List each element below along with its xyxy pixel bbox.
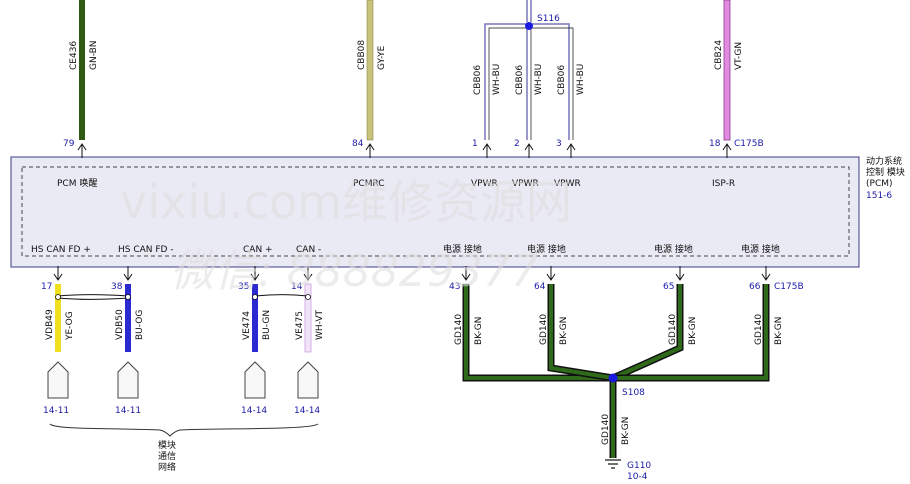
splice-s108-dot bbox=[608, 373, 618, 383]
pcm-module-inner-dashed bbox=[21, 166, 850, 257]
wire-circuit: GD140 bbox=[454, 314, 464, 345]
wire-color: GN-BN bbox=[89, 40, 99, 70]
pin-number: 14 bbox=[291, 282, 303, 292]
module-title-3: (PCM) bbox=[866, 179, 893, 189]
module-title-2: 控制 模块 bbox=[866, 166, 905, 178]
pin-label: VPWR bbox=[512, 179, 539, 189]
pin-label: 电源 接地 bbox=[741, 243, 780, 255]
pin-label: 电源 接地 bbox=[654, 243, 693, 255]
wire-color: BK-GN bbox=[688, 317, 698, 345]
pin-label: PCMRC bbox=[353, 179, 385, 189]
splice-s116-label: S116 bbox=[537, 14, 560, 24]
pin-number: 38 bbox=[111, 282, 123, 292]
top-wire-84: CBB08 GY-YE 84 PCMRC bbox=[352, 0, 387, 189]
wire-color: WH-BU bbox=[576, 64, 586, 95]
pin-label: 电源 接地 bbox=[443, 243, 482, 255]
pin-number: 65 bbox=[663, 282, 674, 292]
pin-label: ISP-R bbox=[712, 179, 735, 189]
module-ref: 151-6 bbox=[866, 191, 892, 201]
offpage-connector bbox=[117, 361, 139, 399]
wire-circuit: VDB49 bbox=[45, 309, 55, 340]
wire-circuit: CE436 bbox=[69, 41, 79, 70]
wire-color: BK-GN bbox=[559, 317, 569, 345]
pin-number: 43 bbox=[449, 282, 460, 292]
wire-circuit: GD140 bbox=[668, 314, 678, 345]
ground-point-name: G110 bbox=[627, 461, 651, 471]
connector-bottom: C175B bbox=[774, 282, 804, 292]
wire-color: YE-OG bbox=[65, 311, 75, 341]
pin-number: 17 bbox=[41, 282, 52, 292]
pin-number: 35 bbox=[238, 282, 249, 292]
page-ref: 14-11 bbox=[115, 406, 141, 416]
pin-number: 18 bbox=[709, 139, 721, 149]
wire-color: BK-GN bbox=[774, 317, 784, 345]
wire-color: WH-BU bbox=[534, 64, 544, 95]
pin-label: VPWR bbox=[471, 179, 498, 189]
network-brace bbox=[49, 423, 319, 437]
pin-label: CAN + bbox=[243, 245, 273, 255]
pin-label: PCM 唤醒 bbox=[57, 177, 97, 189]
splice-s108-label: S108 bbox=[622, 388, 645, 398]
wire-color: WH-BU bbox=[492, 64, 502, 95]
can-wires: HS CAN FD + HS CAN FD - CAN + CAN - 17 3… bbox=[31, 245, 325, 473]
network-label-2: 通信 bbox=[158, 450, 176, 462]
wire-circuit: GD140 bbox=[601, 414, 611, 445]
wire-circuit: VE475 bbox=[295, 311, 305, 340]
network-label-1: 模块 bbox=[158, 439, 176, 451]
ground-wires: 电源 接地 电源 接地 电源 接地 电源 接地 43 64 65 66 C175… bbox=[443, 243, 804, 482]
pin-number: 84 bbox=[352, 139, 364, 149]
wire-color: WH-VT bbox=[315, 309, 325, 340]
pin-number: 79 bbox=[63, 139, 75, 149]
wire-circuit: CBB06 bbox=[515, 65, 525, 95]
splice-s116-dot bbox=[525, 22, 533, 30]
wire-color: BK-GN bbox=[621, 417, 631, 445]
page-ref: 14-11 bbox=[43, 406, 69, 416]
pin-label: CAN - bbox=[296, 245, 321, 255]
offpage-connector bbox=[244, 361, 266, 399]
watermark-line1: vixiu.com维修资源网 bbox=[120, 175, 572, 229]
page-ref: 14-14 bbox=[294, 406, 320, 416]
wire-color: GY-YE bbox=[377, 45, 387, 70]
wire-circuit: CBB06 bbox=[473, 65, 483, 95]
ground-icon bbox=[605, 459, 621, 469]
wire-color: VT-GN bbox=[734, 42, 744, 70]
pin-label: HS CAN FD - bbox=[118, 245, 174, 255]
wire-color: BK-GN bbox=[474, 317, 484, 345]
top-wire-18: CBB24 VT-GN 18 C175B ISP-R bbox=[709, 0, 764, 189]
ground-point-ref: 10-4 bbox=[627, 472, 648, 482]
wire-circuit: CBB08 bbox=[357, 40, 367, 70]
wire-circuit: VDB50 bbox=[115, 309, 125, 340]
wire-circuit: GD140 bbox=[754, 314, 764, 345]
module-title-1: 动力系统 bbox=[866, 155, 902, 167]
pin-number: 66 bbox=[749, 282, 761, 292]
wire-color: BU-OG bbox=[135, 310, 145, 340]
top-wire-79: CE436 GN-BN 79 PCM 唤醒 bbox=[57, 0, 99, 189]
wire-circuit: CBB06 bbox=[557, 65, 567, 95]
page-ref: 14-14 bbox=[241, 406, 267, 416]
pin-number: 64 bbox=[534, 282, 546, 292]
pin-label: 电源 接地 bbox=[527, 243, 566, 255]
connector-top: C175B bbox=[734, 139, 764, 149]
pin-number: 3 bbox=[556, 139, 562, 149]
watermark-line2: 微信: 888829377 bbox=[170, 246, 539, 297]
offpage-connector bbox=[297, 361, 319, 399]
wire-circuit: GD140 bbox=[539, 314, 549, 345]
pin-label: HS CAN FD + bbox=[31, 245, 91, 255]
wire-circuit: CBB24 bbox=[714, 40, 724, 70]
pin-number: 1 bbox=[472, 139, 478, 149]
offpage-connector bbox=[47, 361, 69, 399]
network-label-3: 网络 bbox=[158, 461, 176, 473]
wire-circuit: VE474 bbox=[242, 311, 252, 340]
pcm-module-box bbox=[10, 156, 860, 268]
pin-number: 2 bbox=[514, 139, 520, 149]
pin-label: VPWR bbox=[554, 179, 581, 189]
vpwr-wires: S116 CBB06 WH-BU CBB06 WH-BU CBB06 WH-BU… bbox=[471, 0, 586, 189]
wire-color: BU-GN bbox=[262, 310, 272, 340]
